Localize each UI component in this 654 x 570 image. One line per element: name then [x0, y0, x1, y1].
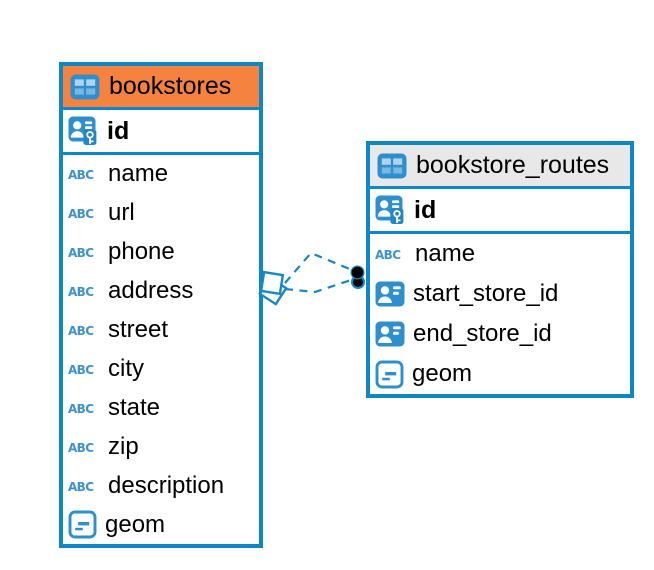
primary-key-row[interactable]: id — [370, 189, 630, 234]
svg-text:ABC: ABC — [68, 363, 94, 377]
svg-text:ABC: ABC — [375, 248, 401, 262]
entity-bookstores[interactable]: bookstores id ABC name ABC url ABC phone… — [59, 62, 263, 548]
column-row-geom[interactable]: geom — [370, 354, 630, 394]
text-abc-icon: ABC — [68, 243, 100, 261]
entity-bookstore-routes[interactable]: bookstore_routes id ABC name start_store… — [366, 141, 634, 398]
entity-bookstore-routes-title: bookstore_routes — [416, 151, 610, 179]
column-row-street[interactable]: ABC street — [68, 316, 169, 344]
column-row-zip[interactable]: ABC zip — [68, 432, 139, 460]
column-row-geom[interactable]: geom — [63, 505, 259, 544]
column-row-state[interactable]: ABC state — [68, 393, 161, 421]
column-row-name[interactable]: ABC name — [375, 240, 476, 267]
column-row-address[interactable]: ABC address — [68, 277, 194, 305]
primary-key-icon — [68, 116, 99, 146]
entity-bookstore-routes-header[interactable]: bookstore_routes — [370, 145, 630, 189]
column-row-description[interactable]: ABC description — [68, 471, 225, 499]
table-icon — [70, 74, 100, 100]
entity-bookstores-title: bookstores — [109, 72, 232, 100]
svg-text:ABC: ABC — [68, 402, 94, 416]
reference-icon — [375, 281, 405, 307]
text-abc-icon: ABC — [68, 399, 100, 417]
diamond-marker[interactable] — [258, 270, 288, 306]
entity-bookstores-header[interactable]: bookstores — [63, 66, 259, 110]
svg-text:ABC: ABC — [68, 324, 94, 338]
table-icon — [377, 153, 407, 179]
svg-text:ABC: ABC — [68, 441, 94, 455]
reference-icon — [375, 321, 405, 347]
column-row-start_store_id[interactable]: start_store_id — [370, 274, 630, 314]
text-abc-icon: ABC — [68, 438, 100, 456]
svg-text:ABC: ABC — [68, 168, 94, 182]
column-list: ABC name ABC url ABC phone ABC address A… — [63, 155, 259, 544]
svg-text:ABC: ABC — [68, 246, 94, 260]
text-abc-icon: ABC — [68, 477, 100, 495]
column-row-url[interactable]: ABC url — [68, 199, 135, 227]
relationship-segment-lower[interactable] — [284, 278, 352, 294]
svg-text:ABC: ABC — [68, 480, 94, 494]
column-row-city[interactable]: ABC city — [68, 354, 144, 382]
column-row-name[interactable]: ABC name — [68, 160, 169, 188]
primary-key-label: id — [107, 116, 130, 145]
text-abc-icon: ABC — [68, 282, 100, 300]
primary-key-row[interactable]: id — [63, 110, 259, 155]
svg-text:ABC: ABC — [68, 207, 94, 221]
text-abc-icon: ABC — [68, 360, 100, 378]
relationship-segment-upper[interactable] — [284, 251, 353, 284]
geometry-icon — [375, 360, 404, 389]
text-abc-icon: ABC — [68, 321, 100, 339]
text-abc-icon: ABC — [375, 245, 407, 263]
dot-marker[interactable] — [350, 265, 365, 289]
column-row-phone[interactable]: ABC phone — [68, 238, 175, 266]
primary-key-label: id — [414, 195, 437, 224]
text-abc-icon: ABC — [68, 165, 100, 183]
relationship-line[interactable] — [284, 251, 353, 294]
column-row-end_store_id[interactable]: end_store_id — [370, 314, 630, 354]
primary-key-icon — [375, 195, 406, 225]
text-abc-icon: ABC — [68, 204, 100, 222]
column-list: ABC name start_store_id end_store_id geo… — [370, 234, 630, 394]
geometry-icon — [68, 510, 97, 539]
svg-text:ABC: ABC — [68, 285, 94, 299]
